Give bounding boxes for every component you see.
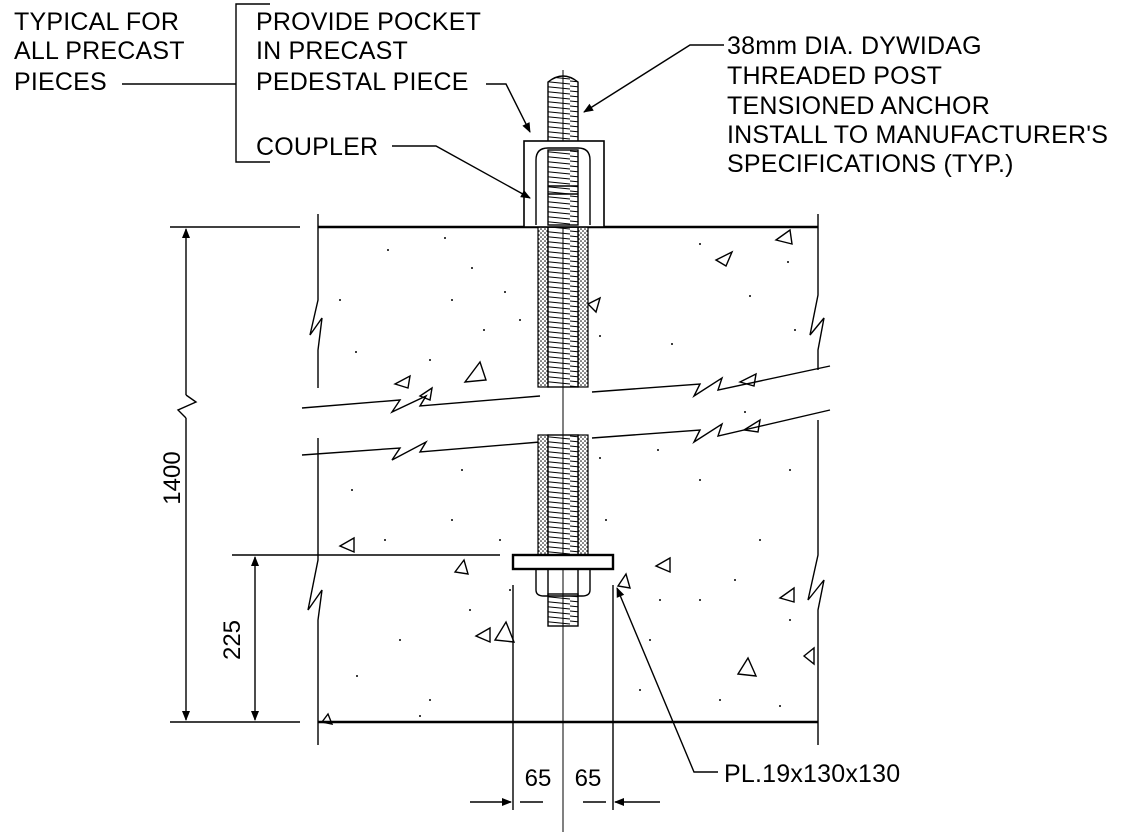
dimension-65-right-label: 65 [575, 765, 602, 792]
aggregate-dot [639, 689, 641, 691]
aggregate-dot [734, 579, 736, 581]
aggregate-dot [599, 335, 601, 337]
dimension-225 [232, 554, 500, 721]
aggregate-dot [351, 489, 353, 491]
aggregate-dot [749, 295, 751, 297]
svg-text:SPECIFICATIONS (TYP.): SPECIFICATIONS (TYP.) [727, 150, 1014, 178]
aggregate-dot [469, 609, 471, 611]
aggregate-dot [356, 675, 358, 677]
label-typical: TYPICAL FOR ALL PRECAST PIECES [14, 8, 185, 96]
label-anchor: 38mm DIA. DYWIDAG THREADED POST TENSIONE… [727, 32, 1108, 178]
aggregate-dot [451, 299, 453, 301]
svg-text:TYPICAL FOR: TYPICAL FOR [14, 8, 179, 36]
aggregate-dot [699, 479, 701, 481]
aggregate-dot [599, 457, 601, 459]
aggregate-dot [509, 589, 511, 591]
aggregate-dot [779, 705, 781, 707]
svg-text:IN PRECAST: IN PRECAST [256, 37, 408, 65]
aggregate-dot [429, 359, 431, 361]
aggregate-dot [789, 619, 791, 621]
aggregate-dot [789, 469, 791, 471]
aggregate-dot [451, 519, 453, 521]
label-pocket: PROVIDE POCKET IN PRECAST PEDESTAL PIECE [256, 8, 481, 96]
aggregate-dot [429, 699, 431, 701]
svg-text:THREADED POST: THREADED POST [727, 62, 942, 90]
svg-text:INSTALL TO MANUFACTURER'S: INSTALL TO MANUFACTURER'S [727, 121, 1108, 149]
svg-text:PIECES: PIECES [14, 68, 107, 96]
break-lines [301, 365, 831, 461]
dimension-65-65 [470, 585, 660, 810]
aggregate-dot [719, 699, 721, 701]
dimension-225-label: 225 [219, 620, 246, 660]
leaders [122, 3, 724, 773]
aggregate-dot [384, 539, 386, 541]
coupler [523, 140, 605, 228]
aggregate-dot [504, 291, 506, 293]
aggregate-dot [794, 329, 796, 331]
aggregate-dot [387, 249, 389, 251]
aggregate-dot [519, 319, 521, 321]
aggregate-dot [699, 243, 701, 245]
aggregate-dot [355, 351, 357, 353]
aggregate-dot [483, 329, 485, 331]
aggregate-dot [499, 539, 501, 541]
aggregate-dot [444, 237, 446, 239]
aggregate-dot [419, 715, 421, 717]
svg-text:PEDESTAL PIECE: PEDESTAL PIECE [256, 68, 469, 96]
svg-text:PROVIDE POCKET: PROVIDE POCKET [256, 8, 481, 36]
aggregate-dot [461, 469, 463, 471]
svg-text:TENSIONED ANCHOR: TENSIONED ANCHOR [727, 92, 990, 120]
aggregate-dot [744, 411, 746, 413]
dimension-1400-label: 1400 [159, 451, 186, 504]
aggregate-dot [339, 299, 341, 301]
aggregate-dot [605, 519, 607, 521]
aggregate-dot [657, 449, 659, 451]
label-coupler: COUPLER [256, 133, 378, 161]
aggregate-dot [787, 261, 789, 263]
dimension-65-left-label: 65 [525, 765, 552, 792]
aggregate-dot [699, 599, 701, 601]
aggregate-dot [399, 639, 401, 641]
aggregate-dot [759, 539, 761, 541]
aggregate-dot [471, 267, 473, 269]
aggregate-dot [649, 639, 651, 641]
dimension-1400 [170, 226, 300, 723]
aggregate-dot [659, 599, 661, 601]
label-plate: PL.19x130x130 [724, 760, 900, 788]
svg-text:ALL PRECAST: ALL PRECAST [14, 37, 185, 65]
svg-text:38mm DIA. DYWIDAG: 38mm DIA. DYWIDAG [727, 32, 982, 60]
bearing-plate [511, 553, 615, 597]
concrete-aggregate [320, 228, 815, 725]
aggregate-dot [671, 343, 673, 345]
